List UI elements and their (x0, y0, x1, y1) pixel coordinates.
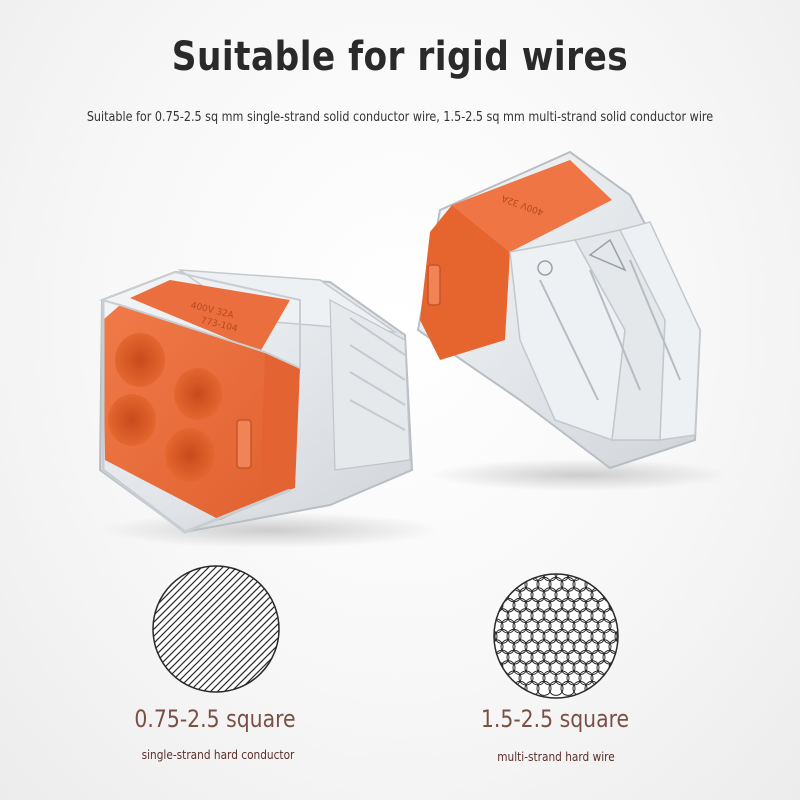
strand-circle (573, 570, 587, 571)
strand-circle (490, 577, 491, 591)
strand-circle (490, 661, 491, 675)
strand-circle (549, 570, 563, 571)
hatch-line (153, 566, 207, 692)
strand-circle (614, 574, 618, 582)
strand-circle (621, 577, 622, 591)
hatch-line (153, 566, 263, 692)
strand-circle (494, 628, 498, 644)
strand-circle (621, 661, 622, 675)
strand-circle (490, 619, 491, 633)
page-title: Suitable for rigid wires (171, 34, 629, 80)
wire-hole-4 (165, 428, 215, 482)
right-connector-shadow (430, 459, 730, 491)
product-photo: 400V 32A 773-104 400V 32A (98, 150, 730, 548)
strand-circle (494, 680, 504, 696)
wire-hole-2 (174, 368, 222, 420)
strand-circle (560, 680, 576, 696)
single-strand-diagram (152, 565, 280, 693)
hatch-line (153, 566, 235, 692)
hatch-line (219, 566, 279, 692)
hatch-line (226, 566, 279, 692)
hatch-line (153, 566, 242, 692)
hatch-line (205, 566, 279, 692)
strand-circle (585, 570, 599, 571)
strand-circle (494, 670, 498, 686)
strand-circle (494, 660, 504, 676)
hatch-line (153, 566, 200, 692)
right-connector: 400V 32A (416, 150, 702, 470)
strand-circle (490, 570, 503, 571)
strand-circle (608, 597, 618, 613)
left-connector: 400V 32A 773-104 (98, 269, 414, 534)
strand-circle (596, 576, 612, 592)
strand-circle (621, 570, 622, 571)
strand-circle (621, 598, 622, 612)
hatch-line (198, 566, 279, 692)
strand-circle (614, 628, 618, 644)
hatch-line (184, 566, 279, 692)
strand-circle (608, 680, 618, 696)
strand-circle (621, 640, 622, 654)
hatch-line (191, 566, 279, 692)
strand-circle (602, 574, 618, 582)
strand-circle (536, 680, 552, 696)
hatch-line (153, 566, 221, 692)
wire-hole-3 (108, 394, 156, 446)
multi-strand-description: multi-strand hard wire (497, 750, 615, 764)
strand-circle (609, 570, 622, 571)
hatch-line (212, 566, 279, 692)
left-connector-shadow (100, 512, 440, 548)
strand-circle (602, 587, 618, 603)
multi-strand-size: 1.5-2.5 square (480, 705, 630, 733)
strand-circle (494, 597, 504, 613)
strand-circle (561, 570, 575, 571)
strand-circle (537, 570, 551, 571)
strand-circle (494, 587, 510, 603)
strand-circle (494, 574, 498, 582)
hatch-line (153, 566, 270, 692)
strand-circle (614, 670, 618, 686)
strand-circle (490, 598, 491, 612)
strand-circle (548, 680, 564, 696)
strand-circle (490, 640, 491, 654)
strand-circle (621, 681, 622, 695)
hatch-line (153, 566, 228, 692)
strand-circle (608, 660, 618, 676)
strand-circle (621, 619, 622, 633)
strand-circle (614, 587, 618, 603)
page-subtitle: Suitable for 0.75-2.5 sq mm single-stran… (86, 110, 714, 125)
strand-circle (506, 574, 522, 582)
hatch-line (153, 566, 256, 692)
strand-circle (597, 570, 611, 571)
strand-circle (500, 576, 516, 592)
strand-circle (608, 576, 618, 592)
strand-circle (494, 576, 504, 592)
hatch-line (170, 566, 279, 692)
strand-circle (494, 587, 498, 603)
strand-circle (501, 570, 515, 571)
strand-circle (490, 681, 491, 695)
strand-circle (525, 570, 539, 571)
strand-circle (490, 570, 491, 571)
strand-circle (500, 680, 516, 696)
strand-circle (494, 574, 510, 582)
single-strand-description: single-strand hard conductor (141, 748, 295, 762)
hatch-line (153, 566, 249, 692)
hatch-line (163, 566, 279, 692)
strand-circle (590, 574, 606, 582)
hatch-line (153, 566, 214, 692)
strand-circle (513, 570, 527, 571)
single-strand-size: 0.75-2.5 square (134, 705, 296, 733)
strand-circle (596, 680, 612, 696)
wire-hole-1 (115, 333, 165, 387)
multi-strand-diagram (490, 570, 622, 699)
hatch-line (177, 566, 279, 692)
